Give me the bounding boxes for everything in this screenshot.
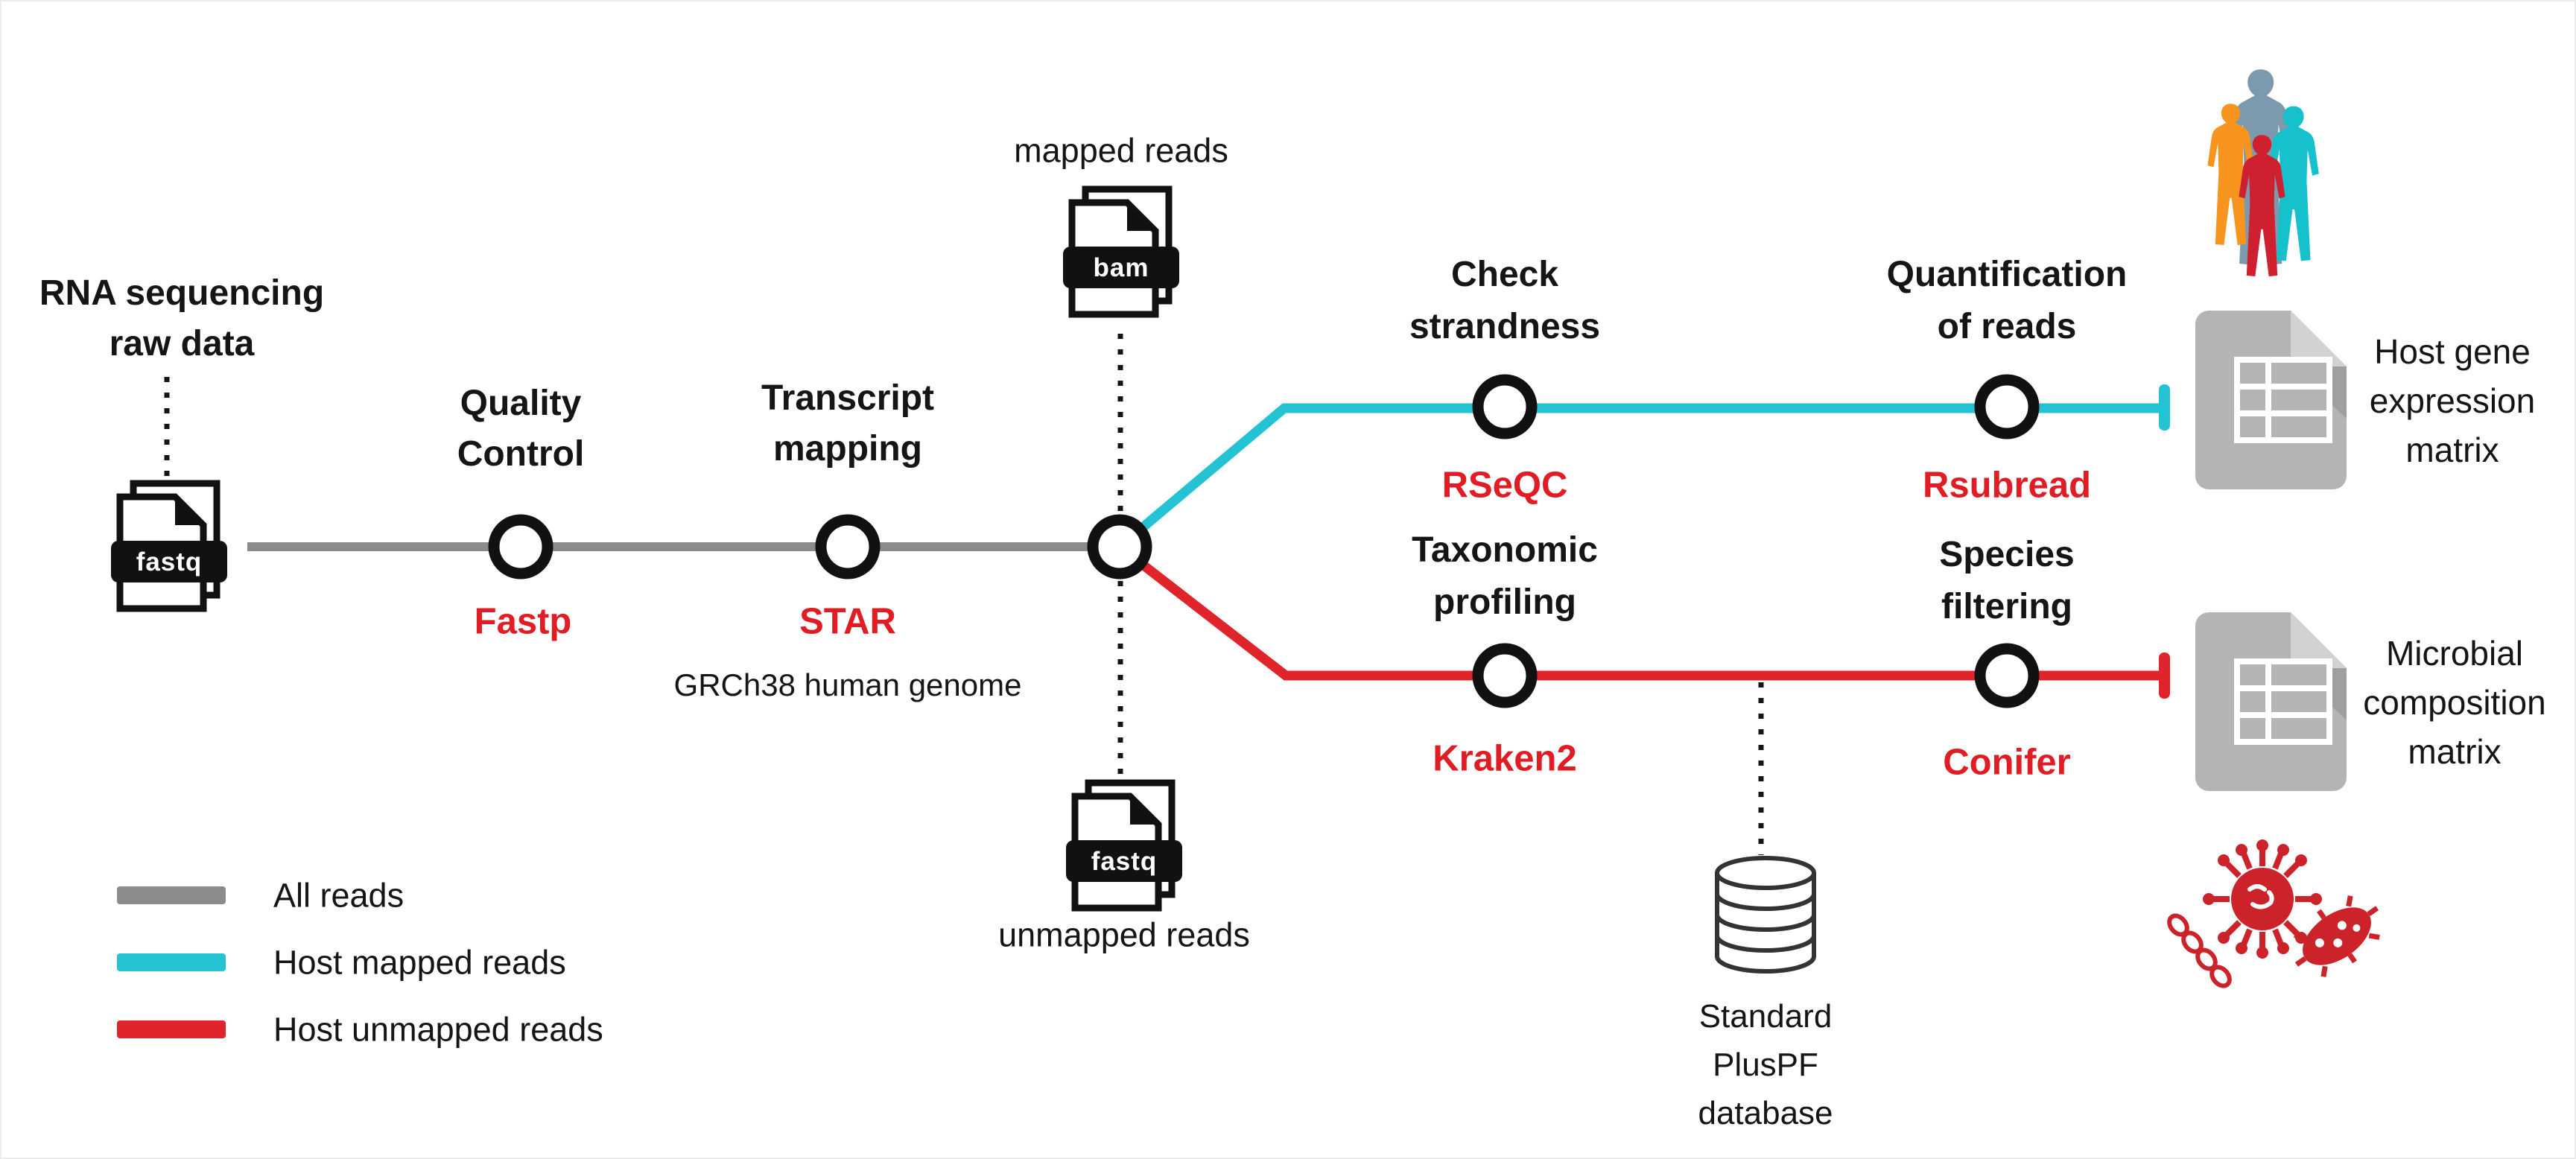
node-fastp [488, 514, 553, 580]
fastq-file-icon [111, 480, 227, 612]
step-species-line1: Species [1939, 535, 2075, 574]
tool-rseqc: RSeQC [1441, 465, 1568, 506]
fastq-file-icon [1066, 779, 1182, 912]
node-rseqc [1472, 374, 1538, 439]
tool-fastp: Fastp [474, 601, 572, 642]
legend-swatch-host-unmapped [117, 1020, 226, 1038]
legend-swatch-all-reads [117, 886, 226, 904]
microbial-matrix-label-line1: Microbial [2385, 634, 2524, 673]
microbial-matrix-label-line2: composition [2363, 683, 2546, 722]
people-icon [2207, 69, 2319, 277]
step-transcript-line1: Transcript [761, 378, 935, 418]
microbes-icon [2167, 839, 2380, 988]
tool-conifer: Conifer [1943, 742, 2071, 783]
bam-file-icon [1063, 185, 1179, 318]
database-label-line1: Standard [1698, 998, 1833, 1035]
legend-label-host-unmapped: Host unmapped reads [273, 1010, 603, 1049]
host-matrix-label-line2: expression [2369, 381, 2536, 420]
step-taxonomic-line2: profiling [1433, 582, 1576, 622]
step-quantification-line2: of reads [1937, 307, 2077, 346]
mapped-reads-label: mapped reads [1014, 131, 1228, 170]
input-title-line2: raw data [109, 324, 255, 363]
spreadsheet-icon [2195, 612, 2347, 791]
step-transcript-line2: mapping [773, 429, 922, 469]
microbial-matrix-label-line3: matrix [2408, 732, 2502, 771]
host-matrix-label-line1: Host gene [2374, 332, 2531, 371]
legend-label-all-reads: All reads [273, 876, 405, 915]
node-branch [1087, 514, 1152, 580]
spreadsheet-icon [2195, 311, 2347, 489]
step-strandness-line1: Check [1450, 255, 1559, 294]
host-unmapped-terminator [2159, 652, 2170, 699]
step-species-line2: filtering [1941, 587, 2072, 626]
bam-band-label: bam [1093, 253, 1149, 282]
tool-kraken2: Kraken2 [1433, 738, 1577, 779]
step-quality-line2: Control [457, 434, 585, 474]
legend-label-host-mapped: Host mapped reads [273, 943, 566, 982]
database-cylinder-icon [1715, 856, 1816, 974]
host-unmapped-line [1117, 542, 2160, 681]
step-strandness-line2: strandness [1409, 307, 1601, 346]
fastq-band-label: fastq [136, 547, 203, 577]
star-reference-note: GRCh38 human genome [673, 667, 1022, 702]
unmapped-reads-label: unmapped reads [998, 915, 1250, 954]
host-mapped-line [1116, 403, 2160, 550]
host-matrix-label-line3: matrix [2405, 431, 2499, 469]
tool-star: STAR [799, 601, 896, 642]
legend-swatches [117, 886, 226, 1038]
legend-swatch-host-mapped [117, 953, 226, 971]
node-star [815, 514, 881, 580]
database-label-line3: database [1698, 1095, 1833, 1131]
node-kraken2 [1472, 643, 1538, 708]
step-taxonomic-line1: Taxonomic [1412, 530, 1598, 570]
fastq-band-label: fastq [1091, 847, 1158, 876]
step-quantification-line1: Quantification [1886, 255, 2128, 294]
host-mapped-terminator [2159, 384, 2170, 431]
node-rsubread [1974, 374, 2040, 439]
node-conifer [1974, 643, 2040, 708]
tool-rsubread: Rsubread [1922, 465, 2092, 506]
database-label-line2: PlusPF [1713, 1047, 1818, 1083]
step-quality-line1: Quality [460, 384, 582, 423]
input-title-line1: RNA sequencing [39, 273, 325, 313]
